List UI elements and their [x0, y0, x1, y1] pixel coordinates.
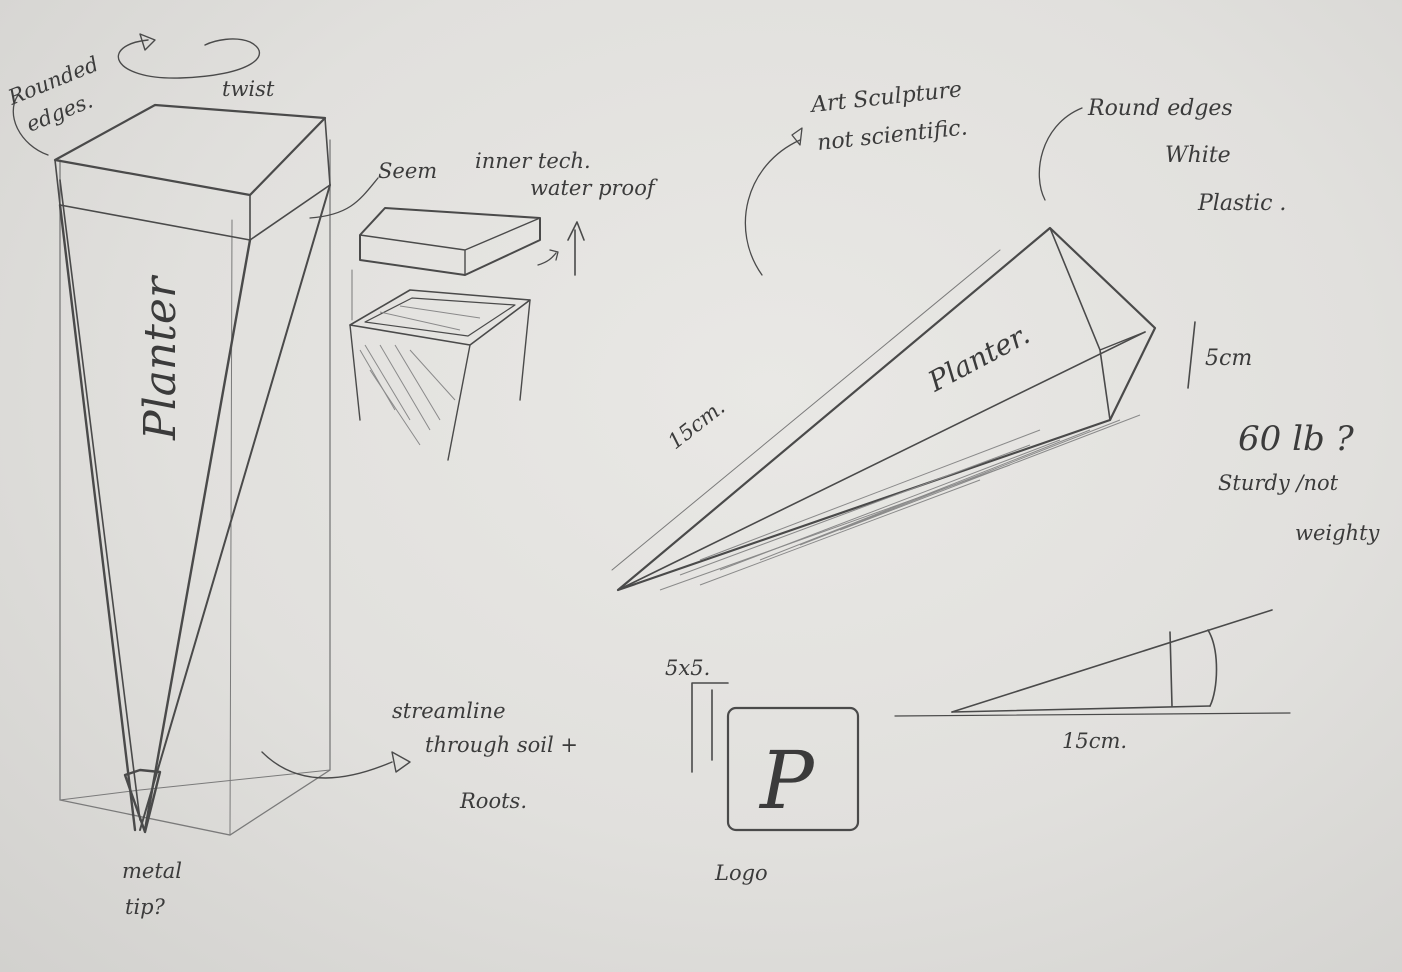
logo-sketch — [691, 682, 860, 832]
sturdy-note-line1: Sturdy /not — [1218, 471, 1339, 495]
angled-planter-drawing — [611, 107, 1196, 592]
round-edges-note-line3: Plastic . — [1197, 191, 1286, 216]
side-view-drawing — [894, 609, 1291, 717]
art-sculpture-note-line2: not scientific. — [816, 115, 969, 156]
length-15cm-angled: 15cm. — [663, 395, 729, 454]
length-15cm-bottom: 15cm. — [1062, 729, 1127, 753]
art-sculpture-note-line1: Art Sculpture — [808, 77, 963, 118]
logo-size-note: 5x5. — [665, 656, 710, 680]
length-5cm: 5cm — [1205, 346, 1252, 371]
streamline-note-line1: streamline — [392, 699, 506, 723]
sturdy-note-line2: weighty — [1295, 521, 1381, 545]
logo-letter: P — [758, 734, 815, 827]
logo-caption: Logo — [714, 861, 768, 885]
twist-note: twist — [222, 77, 275, 101]
planter-vertical-label: Planter — [135, 274, 186, 441]
shadow-hatching — [659, 414, 1141, 591]
inner-tech-hatching — [359, 305, 481, 446]
tall-planter-drawing — [12, 33, 411, 836]
seem-note: Seem — [378, 159, 437, 183]
annotations: Rounded edges. twist Seem inner tech. wa… — [4, 52, 1381, 919]
metal-tip-note-line2: tip? — [125, 895, 166, 919]
round-edges-note-line1: Round edges — [1087, 96, 1233, 121]
streamline-note-line3: Roots. — [459, 789, 527, 813]
streamline-note-line2: through soil + — [425, 733, 578, 757]
round-edges-note-line2: White — [1165, 143, 1231, 168]
weight-note: 60 lb ? — [1238, 419, 1355, 459]
inner-tech-note-line1: inner tech. — [475, 149, 591, 173]
planter-angled-label: Planter. — [922, 318, 1035, 399]
metal-tip-note-line1: metal — [122, 859, 182, 883]
inner-tech-drawing — [349, 207, 585, 461]
inner-tech-note-line2: water proof — [530, 176, 658, 200]
